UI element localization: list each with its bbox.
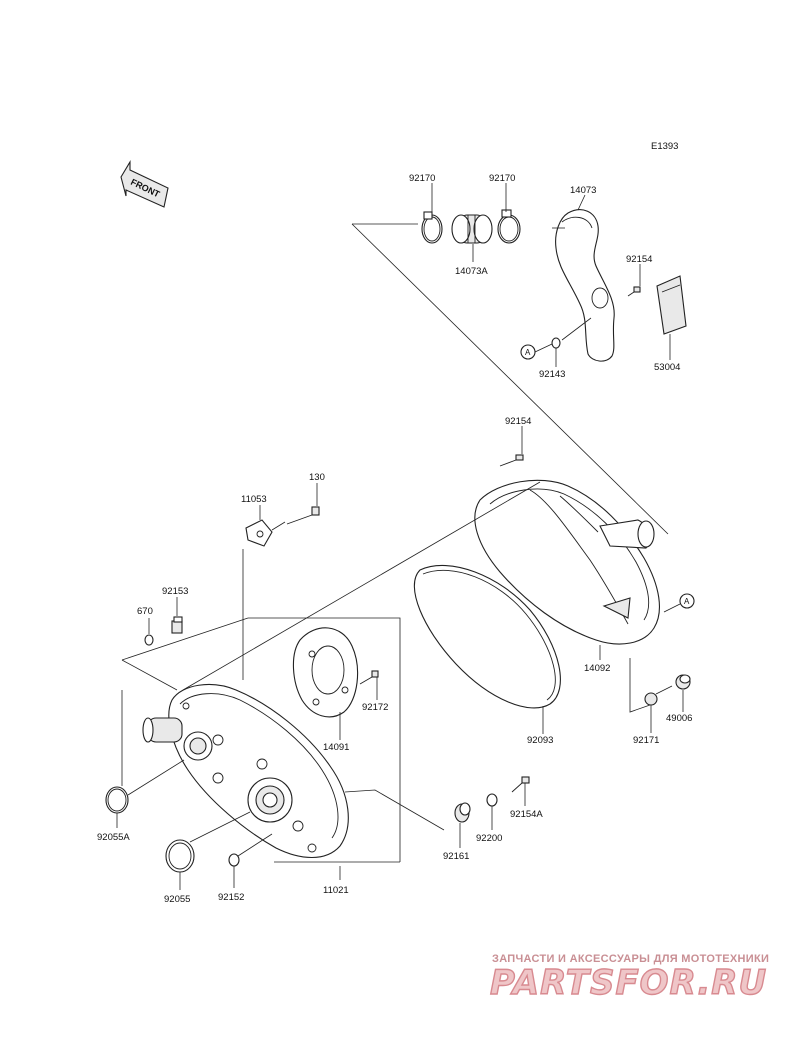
callout-92143: 92143 (539, 369, 565, 380)
callout-92170-left: 92170 (409, 173, 435, 184)
outer-cover-group: A (413, 426, 695, 734)
callout-92172: 92172 (362, 702, 388, 713)
screw-92172-icon (359, 670, 379, 685)
callout-53004: 53004 (654, 362, 680, 373)
bolt-92154-cover-icon (499, 454, 524, 467)
bolt-92154A-icon (511, 776, 530, 793)
callout-92153: 92153 (162, 586, 188, 597)
grommet-49006-icon (675, 674, 691, 690)
duct-sleeve-icon (451, 214, 493, 244)
callout-92171: 92171 (633, 735, 659, 746)
label-sticker-icon (656, 275, 687, 335)
inner-cover-11021-icon (142, 684, 349, 858)
bolt-92171-icon (644, 685, 673, 706)
reference-marker-a-lower: A (679, 593, 695, 609)
callout-92055: 92055 (164, 894, 190, 905)
air-duct-icon (555, 209, 615, 362)
hose-clamp-left-icon (421, 211, 443, 244)
front-direction-arrow-icon: FRONT (120, 160, 169, 208)
callout-92200: 92200 (476, 833, 502, 844)
bolt-92154-upper-icon (627, 286, 641, 297)
callout-92161: 92161 (443, 851, 469, 862)
callout-14092: 14092 (584, 663, 610, 674)
svg-text:A: A (525, 348, 531, 357)
washer-92143-icon (551, 337, 561, 349)
o-ring-92055A-icon (105, 786, 129, 814)
hose-clamp-right-icon (497, 209, 521, 244)
callout-11021: 11021 (323, 885, 349, 896)
diagram-code: E1393 (651, 141, 678, 152)
outer-cover-14092-icon (474, 479, 660, 645)
bracket-11053-icon (245, 519, 273, 547)
callout-92154A: 92154A (510, 809, 543, 820)
cover-gasket-92093-icon (413, 565, 561, 709)
callout-14091: 14091 (323, 742, 349, 753)
callout-92152: 92152 (218, 892, 244, 903)
bushing-92161-icon (454, 802, 471, 823)
washer-92200-icon (486, 793, 498, 807)
callout-92154-cover: 92154 (505, 416, 531, 427)
callout-49006: 49006 (666, 713, 692, 724)
callout-130: 130 (309, 472, 325, 483)
callout-92093: 92093 (527, 735, 553, 746)
washer-92152-icon (228, 853, 240, 867)
bolt-130-icon (286, 506, 320, 525)
callout-11053: 11053 (241, 494, 267, 505)
o-ring-670-icon (144, 634, 154, 646)
watermark-tagline: ЗАПЧАСТИ И АКСЕССУАРЫ ДЛЯ МОТОТЕХНИКИ (492, 953, 770, 965)
plug-92153-icon (171, 616, 183, 634)
callout-92154-upper: 92154 (626, 254, 652, 265)
o-ring-92055-icon (165, 839, 195, 873)
inner-cover-group (105, 481, 541, 890)
callout-670: 670 (137, 606, 153, 617)
callout-14073A: 14073A (455, 266, 488, 277)
watermark-brand-logo: PARTSFOR.RU (489, 962, 768, 1003)
duct-assembly-group: A (351, 183, 687, 535)
callout-14073: 14073 (570, 185, 596, 196)
reference-marker-a-upper: A (520, 344, 536, 360)
svg-text:A: A (684, 597, 690, 606)
plate-14091-icon (292, 627, 359, 718)
callout-92170-right: 92170 (489, 173, 515, 184)
callout-92055A: 92055A (97, 832, 130, 843)
callout-labels: 92170 92170 14073 14073A 92154 53004 921… (97, 173, 692, 905)
